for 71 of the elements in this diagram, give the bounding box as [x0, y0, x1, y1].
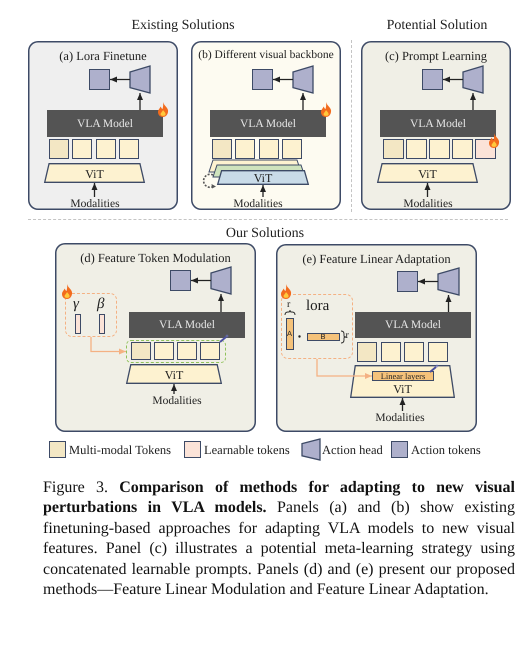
arrow [191, 278, 211, 284]
model-block: VLA Model [355, 312, 471, 338]
arrow [400, 398, 406, 411]
legend-label: Action head [322, 443, 383, 458]
arrow [218, 294, 224, 312]
panel-card [276, 244, 477, 432]
model-block: VLA Model [129, 312, 245, 338]
arrow [418, 278, 438, 284]
figure-caption: Figure 3. Comparison of methods for adapting to new visual perturbations in VLA models. Panels (a) and (b) show existing finetuning-based approaches for adapting VLA models to new visual features. Panel (c) illustrates a potential meta-learning strategy using concatenated learnable prompts. Panels (d) and (e) present our proposed methods—Feature Linear Modulation and Feature Linear Adaptation. [43, 478, 515, 600]
action-head [463, 66, 483, 93]
panel-card [361, 41, 511, 210]
section-title: Our Solutions [226, 226, 304, 243]
panel-title: (b) Different visual backbone [198, 49, 334, 63]
model-block: VLA Model [380, 110, 496, 137]
action-token [397, 271, 418, 292]
input-label: Modalities [223, 197, 293, 211]
arrow [470, 93, 476, 110]
action-head [438, 268, 459, 295]
panel-title: (d) Feature Token Modulation [80, 251, 231, 266]
action-token [89, 69, 110, 90]
input-label: Modalities [60, 197, 130, 211]
gamma-symbol: γ [73, 297, 79, 312]
legend-label: Learnable tokens [204, 443, 290, 458]
linear-layer-box: Linear layers [372, 371, 434, 381]
parameter-group-box [65, 293, 117, 337]
rank-label: r [346, 331, 349, 341]
arrow [300, 93, 306, 110]
action-token [252, 69, 273, 90]
panel-title: (a) Lora Finetune [59, 49, 147, 64]
arrow [273, 76, 293, 82]
encoder-trapezoid [377, 163, 478, 183]
lora-module-box [281, 294, 353, 359]
section-title: Potential Solution [386, 18, 488, 35]
encoder-label: ViT [418, 166, 437, 181]
encoder-label: ViT [85, 166, 104, 181]
panel-card [28, 41, 178, 210]
panel-card [55, 243, 256, 432]
panel-title: (c) Prompt Learning [384, 49, 488, 64]
arrow [260, 185, 266, 197]
action-token [170, 270, 191, 291]
action-head [211, 267, 231, 294]
module-label: lora [306, 299, 330, 314]
encoder-trapezoid [350, 365, 455, 398]
arrow [92, 183, 98, 197]
token-group-outline [126, 340, 226, 363]
arrow [171, 384, 177, 394]
model-block: VLA Model [210, 110, 326, 137]
arrow [316, 359, 372, 379]
arrow [110, 76, 130, 82]
encoder-label: ViT [393, 382, 412, 396]
model-block: VLA Model [47, 110, 163, 137]
rank-label: r [287, 300, 290, 310]
arrow [137, 93, 143, 110]
arrow [443, 76, 463, 82]
panel-title: (e) Feature Linear Adaptation [302, 252, 451, 267]
action-head [130, 66, 150, 93]
panel-card [191, 41, 341, 210]
input-label: Modalities [142, 394, 212, 408]
legend-label: Action tokens [411, 443, 481, 458]
encoder-trapezoid [126, 364, 222, 384]
beta-symbol: β [97, 297, 104, 312]
encoder-trapezoid [44, 163, 145, 183]
input-label: Modalities [393, 197, 463, 211]
section-title: Existing Solutions [131, 18, 235, 35]
action-token [422, 69, 443, 90]
legend-label: Multi-modal Tokens [69, 443, 172, 458]
action-head [293, 66, 313, 93]
arrow [446, 295, 452, 312]
input-label: Modalities [365, 411, 435, 425]
arrow [424, 183, 430, 197]
encoder-label: ViT [164, 368, 184, 382]
